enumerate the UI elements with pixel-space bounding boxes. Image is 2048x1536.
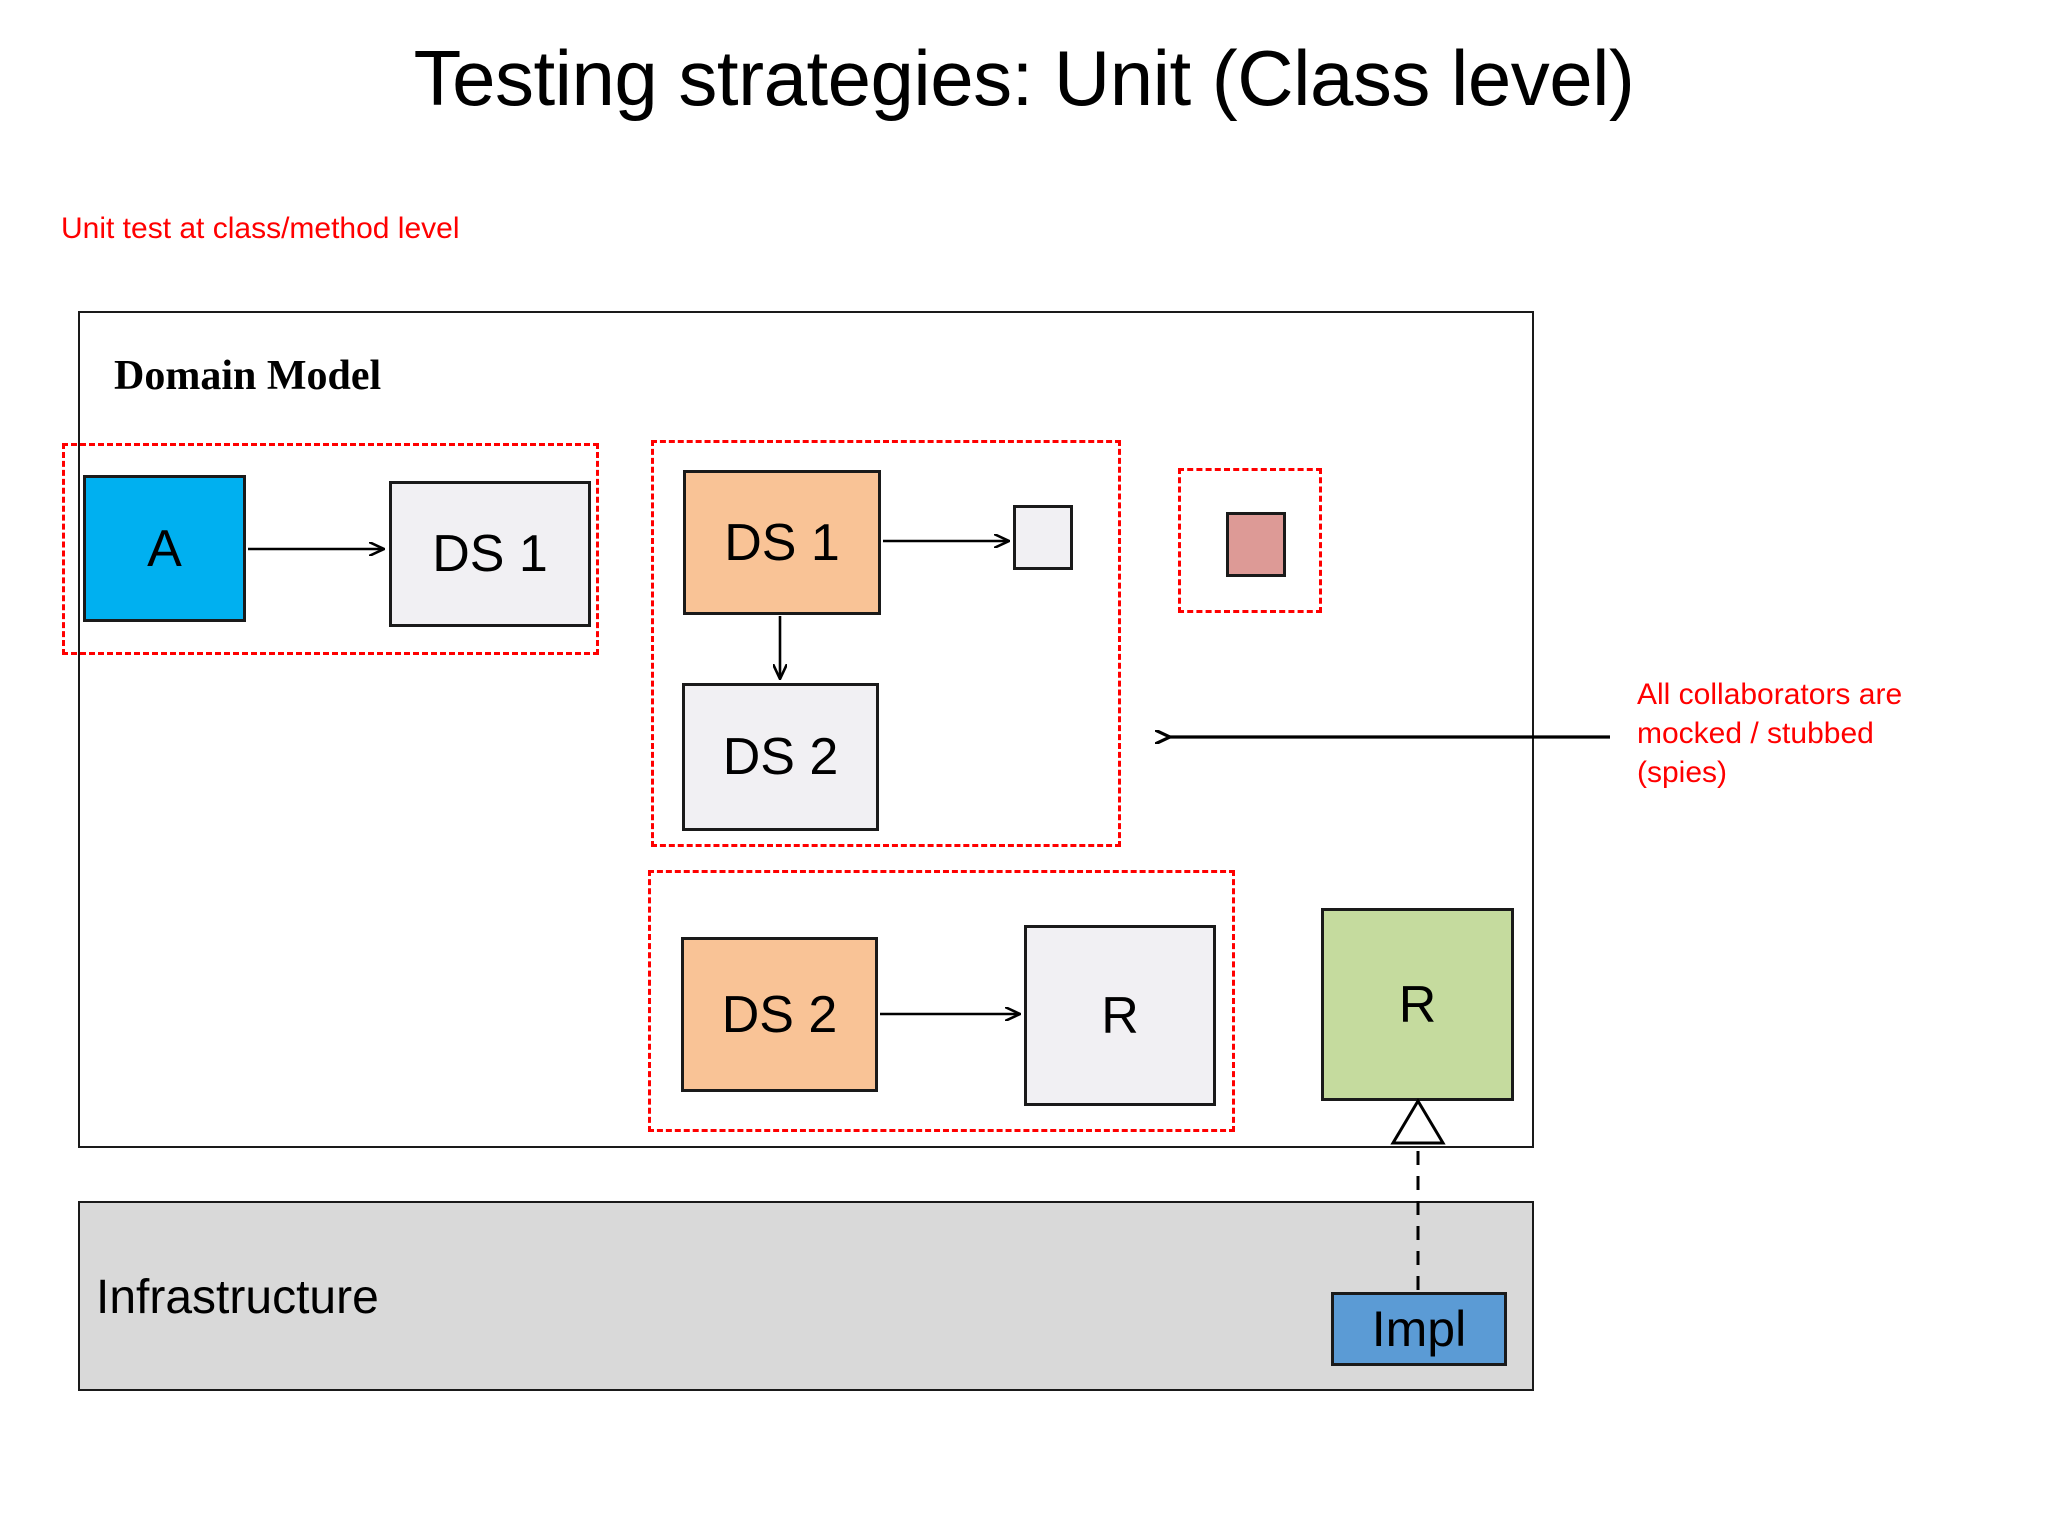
annotation-line-2: mocked / stubbed bbox=[1637, 717, 1874, 750]
test-scope-ds1 bbox=[651, 440, 1121, 847]
node-ds2-collaborator: DS 2 bbox=[682, 683, 879, 831]
annotation-line-1: All collaborators are bbox=[1637, 678, 1903, 711]
node-pink-standalone bbox=[1226, 512, 1286, 577]
infrastructure-layer bbox=[78, 1201, 1534, 1391]
node-ds1-under-test: DS 1 bbox=[683, 470, 881, 615]
infrastructure-label: Infrastructure bbox=[96, 1271, 379, 1324]
domain-model-label: Domain Model bbox=[114, 353, 382, 399]
node-a: A bbox=[83, 475, 246, 622]
node-r-collaborator: R bbox=[1024, 925, 1216, 1106]
node-ds1-collaborator: DS 1 bbox=[389, 481, 591, 627]
node-r-interface: R bbox=[1321, 908, 1514, 1101]
test-scope-a bbox=[62, 443, 599, 655]
test-scope-small-node bbox=[1178, 468, 1322, 613]
annotation-mocked-collaborators: All collaborators are mocked / stubbed (… bbox=[1637, 675, 1997, 792]
subtitle-note: Unit test at class/method level bbox=[61, 212, 460, 245]
page-title: Testing strategies: Unit (Class level) bbox=[413, 34, 1635, 122]
node-unlabeled-collaborator bbox=[1013, 505, 1073, 570]
node-ds2-under-test: DS 2 bbox=[681, 937, 878, 1092]
test-scope-ds2 bbox=[648, 870, 1235, 1132]
annotation-line-3: (spies) bbox=[1637, 756, 1728, 789]
node-impl: Impl bbox=[1331, 1292, 1507, 1366]
